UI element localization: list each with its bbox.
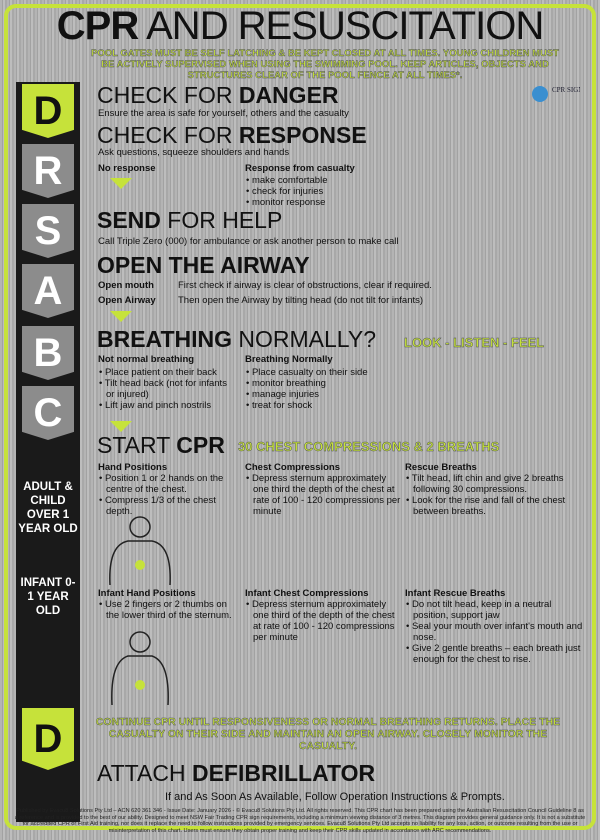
page-title: CPR AND RESUSCITATION (56, 4, 544, 48)
infant-compressions-list: Depress sternum approximately one third … (245, 599, 403, 643)
cpr-ratio: 30 CHEST COMPRESSIONS & 2 BREATHS (238, 439, 500, 454)
age-adult: ADULT & CHILD OVER 1 YEAR OLD (18, 481, 78, 535)
letter-c: C (22, 386, 74, 440)
normal-list: Place casualty on their sidemonitor brea… (245, 367, 368, 411)
letter-d: D (22, 84, 74, 138)
chest-compressions-list: Depress sternum approximately one third … (245, 473, 403, 517)
response-heading: CHECK FOR RESPONSE (97, 122, 367, 148)
no-response-label: No response (98, 163, 156, 174)
infant-hand-heading: Infant Hand Positions (98, 588, 196, 599)
letter-a: A (22, 264, 74, 318)
rescue-breaths-heading: Rescue Breaths (405, 462, 477, 473)
letter-b: B (22, 326, 74, 380)
infant-breaths-list: Do not tilt head, keep in a neutral posi… (405, 599, 583, 665)
cpr-signs-logo: CPR SIGNS (530, 82, 587, 106)
arrow-down-icon (110, 311, 132, 322)
hand-positions-list: Position 1 or 2 hands on the centre of t… (98, 473, 240, 517)
breathing-heading: BREATHING NORMALLY? (97, 326, 377, 352)
open-airway-label: Open Airway (98, 295, 156, 306)
letter-d-defib: D (22, 708, 74, 770)
open-mouth-label: Open mouth (98, 280, 154, 291)
border-frame (4, 4, 596, 830)
infant-compressions-heading: Infant Chest Compressions (245, 588, 369, 599)
arrow-down-icon (110, 421, 132, 432)
infant-breaths-heading: Infant Rescue Breaths (405, 588, 506, 599)
response-text: Ask questions, squeeze shoulders and han… (98, 147, 290, 158)
look-listen-feel: LOOK - LISTEN - FEEL (404, 335, 545, 350)
airway-heading: OPEN THE AIRWAY (97, 252, 310, 278)
cpr-heading: START CPR (97, 432, 225, 458)
open-airway-text: Then open the Airway by tilting head (do… (178, 295, 424, 306)
danger-heading: CHECK FOR DANGER (97, 82, 339, 108)
infant-torso-illustration (111, 631, 169, 705)
arrow-down-icon (110, 178, 132, 189)
defib-text: If and As Soon As Available, Follow Oper… (165, 791, 505, 803)
letter-s: S (22, 204, 74, 258)
svg-text:CPR SIGNS: CPR SIGNS (552, 86, 580, 94)
rescue-breaths-list: Tilt head, lift chin and give 2 breaths … (405, 473, 583, 517)
continue-cpr-notice: CONTINUE CPR UNTIL RESPONSIVENESS OR NOR… (95, 716, 561, 752)
hand-positions-heading: Hand Positions (98, 462, 168, 473)
letter-r: R (22, 144, 74, 198)
response-casualty-label: Response from casualty (245, 163, 355, 174)
not-normal-list: Place patient on their backTilt head bac… (98, 367, 238, 411)
infant-hand-list: Use 2 fingers or 2 thumbs on the lower t… (98, 599, 240, 621)
age-infant: INFANT 0- 1 YEAR OLD (20, 577, 76, 617)
defib-heading: ATTACH DEFIBRILLATOR (97, 760, 376, 786)
normal-heading: Breathing Normally (245, 354, 333, 365)
footer-disclaimer: Published by Evacu8 Solutions Pty Ltd – … (14, 808, 586, 834)
adult-torso-illustration (109, 516, 171, 585)
chest-compressions-heading: Chest Compressions (245, 462, 341, 473)
response-list: make comfortablecheck for injuriesmonito… (245, 175, 328, 208)
danger-text: Ensure the area is safe for yourself, ot… (98, 108, 349, 119)
pool-notice: POOL GATES MUST BE SELF LATCHING & BE KE… (91, 48, 559, 81)
open-mouth-text: First check if airway is clear of obstru… (178, 280, 432, 291)
send-text: Call Triple Zero (000) for ambulance or … (98, 236, 399, 247)
not-normal-heading: Not normal breathing (98, 354, 195, 365)
send-heading: SEND FOR HELP (97, 207, 283, 233)
